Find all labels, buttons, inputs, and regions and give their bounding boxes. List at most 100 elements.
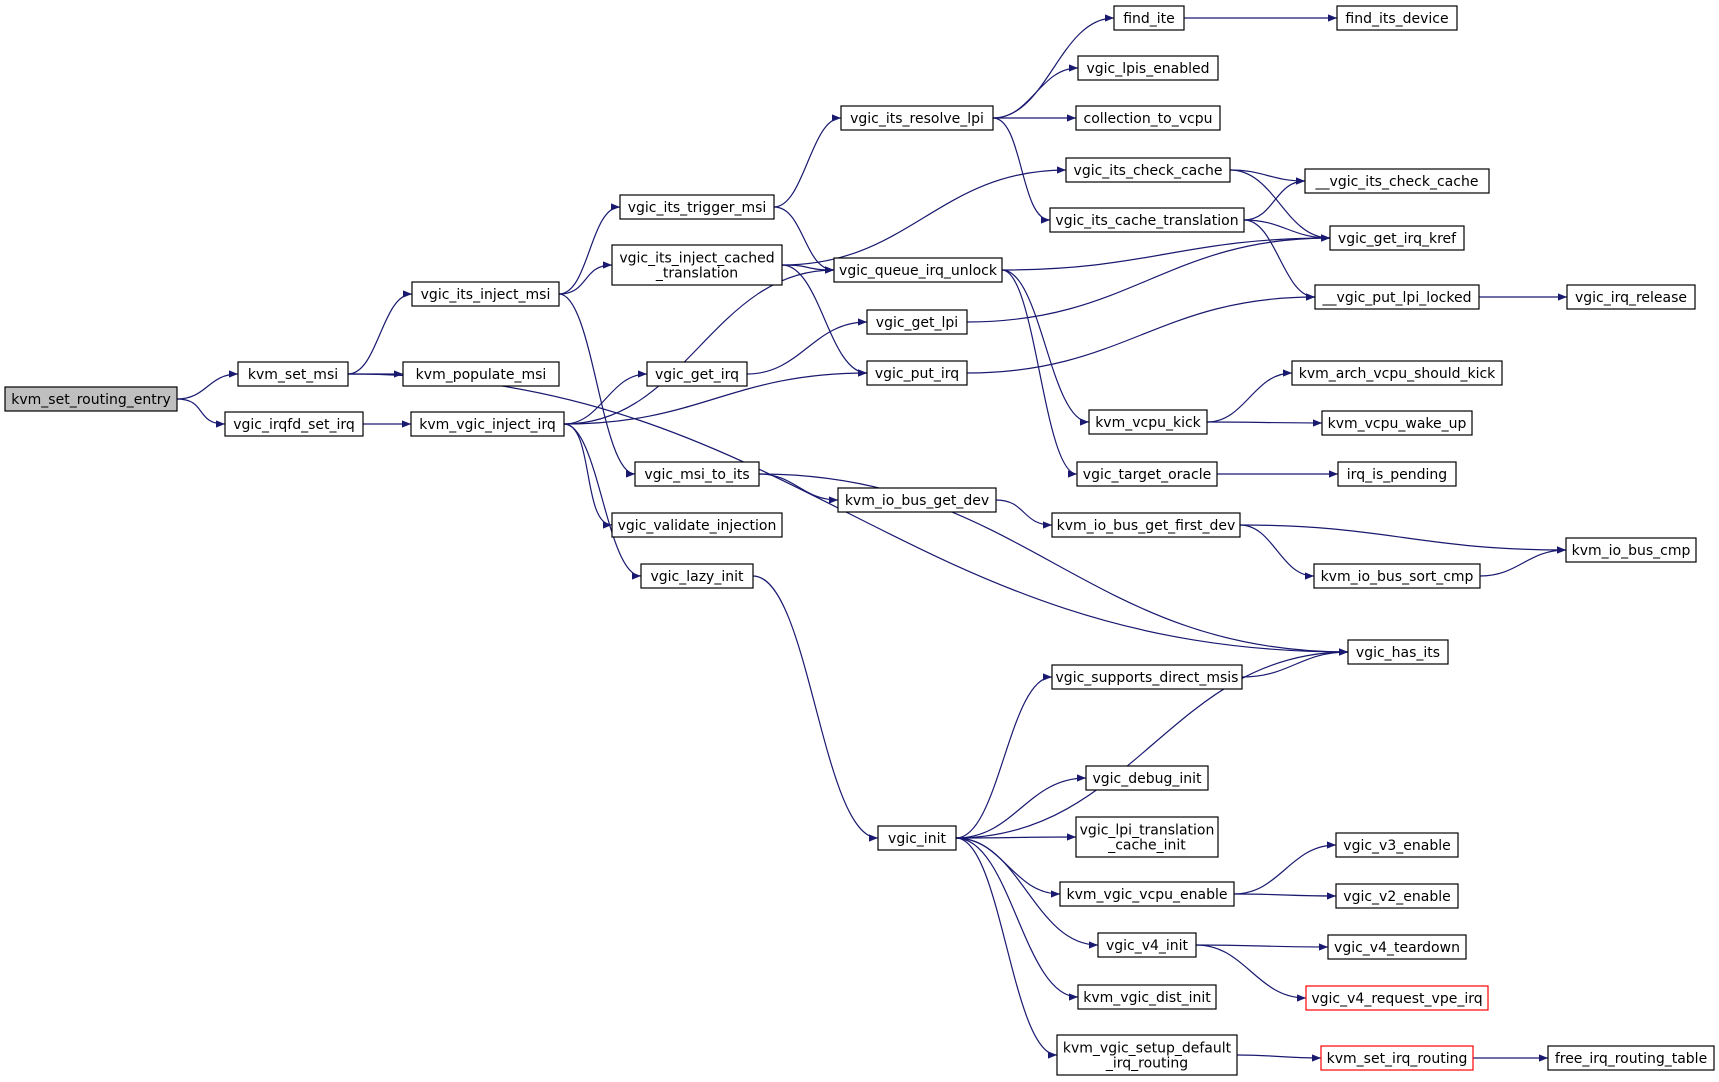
node-vgic_its_inject_msi[interactable]: vgic_its_inject_msi (411, 281, 560, 307)
node-kvm_vcpu_kick[interactable]: kvm_vcpu_kick (1088, 409, 1208, 435)
node-box[interactable] (1059, 881, 1235, 907)
node-box[interactable] (1049, 207, 1245, 233)
node-box[interactable] (1075, 105, 1221, 131)
node-box[interactable] (1313, 563, 1481, 589)
node-vgic_debug_init[interactable]: vgic_debug_init (1085, 765, 1209, 791)
node-box[interactable] (866, 360, 968, 386)
node-box[interactable] (1321, 410, 1473, 436)
node-irq_is_pending[interactable]: irq_is_pending (1337, 461, 1457, 487)
node-vgic_v4_teardown[interactable]: vgic_v4_teardown (1327, 934, 1467, 960)
node-kvm_vgic_inject_irq[interactable]: kvm_vgic_inject_irq (410, 411, 565, 437)
node-box[interactable] (410, 411, 565, 437)
node-box[interactable] (1304, 168, 1490, 194)
node-box[interactable] (1347, 639, 1449, 665)
node-vgic_target_oracle[interactable]: vgic_target_oracle (1076, 461, 1218, 487)
node-vgic_irqfd_set_irq[interactable]: vgic_irqfd_set_irq (224, 411, 364, 437)
node-box[interactable] (837, 487, 997, 513)
node-kvm_populate_msi[interactable]: kvm_populate_msi (402, 361, 560, 387)
node-box[interactable] (1335, 883, 1459, 909)
node-box[interactable] (1056, 1034, 1238, 1076)
node-box[interactable] (4, 386, 178, 412)
node-vgic_put_irq[interactable]: vgic_put_irq (866, 360, 968, 386)
node-__vgic_its_check_cache[interactable]: __vgic_its_check_cache (1304, 168, 1490, 194)
node-vgic_get_irq_kref[interactable]: vgic_get_irq_kref (1329, 225, 1465, 251)
node-box[interactable] (224, 411, 364, 437)
node-kvm_io_bus_cmp[interactable]: kvm_io_bus_cmp (1565, 537, 1697, 563)
node-box[interactable] (1336, 5, 1458, 31)
node-vgic_irq_release[interactable]: vgic_irq_release (1566, 284, 1696, 310)
node-kvm_vgic_vcpu_enable[interactable]: kvm_vgic_vcpu_enable (1059, 881, 1235, 907)
node-box[interactable] (1335, 832, 1459, 858)
node-box[interactable] (1314, 284, 1480, 310)
node-vgic_get_irq[interactable]: vgic_get_irq (646, 361, 748, 387)
node-vgic_validate_injection[interactable]: vgic_validate_injection (611, 512, 783, 538)
node-vgic_lpi_translation_cache_init[interactable]: vgic_lpi_translation_cache_init (1075, 816, 1219, 858)
node-box[interactable] (1320, 1045, 1474, 1071)
node-vgic_msi_to_its[interactable]: vgic_msi_to_its (634, 461, 760, 487)
node-box[interactable] (1329, 225, 1465, 251)
node-kvm_vgic_dist_init[interactable]: kvm_vgic_dist_init (1077, 984, 1217, 1010)
node-box[interactable] (1075, 816, 1219, 858)
node-box[interactable] (1291, 360, 1503, 386)
node-vgic_its_trigger_msi[interactable]: vgic_its_trigger_msi (619, 194, 775, 220)
node-vgic_v4_init[interactable]: vgic_v4_init (1097, 932, 1197, 958)
node-box[interactable] (1305, 985, 1489, 1011)
node-box[interactable] (1051, 664, 1243, 690)
node-box[interactable] (1088, 409, 1208, 435)
node-vgic_has_its[interactable]: vgic_has_its (1347, 639, 1449, 665)
node-vgic_its_check_cache[interactable]: vgic_its_check_cache (1065, 157, 1231, 183)
node-box[interactable] (1565, 537, 1697, 563)
node-box[interactable] (866, 309, 968, 335)
node-vgic_v3_enable[interactable]: vgic_v3_enable (1335, 832, 1459, 858)
node-vgic_lazy_init[interactable]: vgic_lazy_init (640, 563, 754, 589)
node-find_ite[interactable]: find_ite (1113, 5, 1185, 31)
node-kvm_io_bus_get_first_dev[interactable]: kvm_io_bus_get_first_dev (1051, 512, 1241, 538)
node-kvm_io_bus_sort_cmp[interactable]: kvm_io_bus_sort_cmp (1313, 563, 1481, 589)
node-vgic_v2_enable[interactable]: vgic_v2_enable (1335, 883, 1459, 909)
node-kvm_set_msi[interactable]: kvm_set_msi (237, 361, 349, 387)
node-kvm_set_irq_routing[interactable]: kvm_set_irq_routing (1320, 1045, 1474, 1071)
node-box[interactable] (611, 244, 783, 286)
node-__vgic_put_lpi_locked[interactable]: __vgic_put_lpi_locked (1314, 284, 1480, 310)
node-vgic_its_inject_cached_translation[interactable]: vgic_its_inject_cached_translation (611, 244, 783, 286)
node-box[interactable] (1065, 157, 1231, 183)
node-collection_to_vcpu[interactable]: collection_to_vcpu (1075, 105, 1221, 131)
node-kvm_vcpu_wake_up[interactable]: kvm_vcpu_wake_up (1321, 410, 1473, 436)
node-box[interactable] (1327, 934, 1467, 960)
node-box[interactable] (1113, 5, 1185, 31)
node-box[interactable] (411, 281, 560, 307)
node-box[interactable] (646, 361, 748, 387)
node-box[interactable] (1077, 984, 1217, 1010)
node-kvm_io_bus_get_dev[interactable]: kvm_io_bus_get_dev (837, 487, 997, 513)
node-box[interactable] (1076, 461, 1218, 487)
node-box[interactable] (1097, 932, 1197, 958)
node-box[interactable] (833, 257, 1003, 283)
node-box[interactable] (840, 105, 994, 131)
node-box[interactable] (237, 361, 349, 387)
node-kvm_arch_vcpu_should_kick[interactable]: kvm_arch_vcpu_should_kick (1291, 360, 1503, 386)
node-find_its_device[interactable]: find_its_device (1336, 5, 1458, 31)
node-vgic_its_cache_translation[interactable]: vgic_its_cache_translation (1049, 207, 1245, 233)
node-vgic_its_resolve_lpi[interactable]: vgic_its_resolve_lpi (840, 105, 994, 131)
node-vgic_supports_direct_msis[interactable]: vgic_supports_direct_msis (1051, 664, 1243, 690)
node-kvm_set_routing_entry[interactable]: kvm_set_routing_entry (4, 386, 178, 412)
node-box[interactable] (1077, 55, 1219, 81)
node-vgic_lpis_enabled[interactable]: vgic_lpis_enabled (1077, 55, 1219, 81)
node-box[interactable] (1547, 1045, 1715, 1071)
node-box[interactable] (402, 361, 560, 387)
node-box[interactable] (1085, 765, 1209, 791)
node-vgic_queue_irq_unlock[interactable]: vgic_queue_irq_unlock (833, 257, 1003, 283)
node-box[interactable] (1337, 461, 1457, 487)
node-box[interactable] (1051, 512, 1241, 538)
node-kvm_vgic_setup_default_irq_routing[interactable]: kvm_vgic_setup_default_irq_routing (1056, 1034, 1238, 1076)
node-box[interactable] (634, 461, 760, 487)
node-vgic_v4_request_vpe_irq[interactable]: vgic_v4_request_vpe_irq (1305, 985, 1489, 1011)
node-vgic_init[interactable]: vgic_init (877, 825, 957, 851)
node-box[interactable] (640, 563, 754, 589)
node-free_irq_routing_table[interactable]: free_irq_routing_table (1547, 1045, 1715, 1071)
node-vgic_get_lpi[interactable]: vgic_get_lpi (866, 309, 968, 335)
node-box[interactable] (619, 194, 775, 220)
node-box[interactable] (611, 512, 783, 538)
node-box[interactable] (877, 825, 957, 851)
node-box[interactable] (1566, 284, 1696, 310)
